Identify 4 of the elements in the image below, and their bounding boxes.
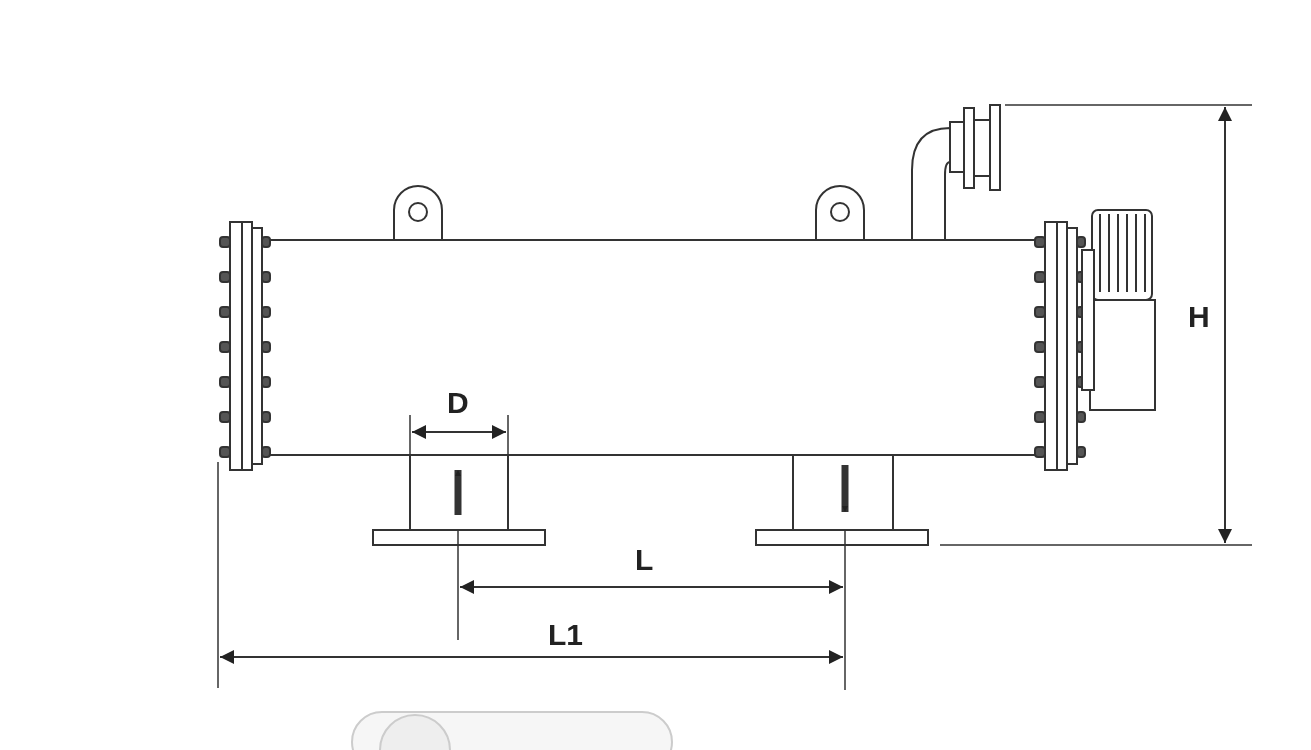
dimension-label: L1 (548, 620, 583, 650)
dimension-label: L (635, 545, 654, 575)
dimension-label: H (1188, 302, 1210, 332)
dimension-label: D (447, 388, 469, 418)
